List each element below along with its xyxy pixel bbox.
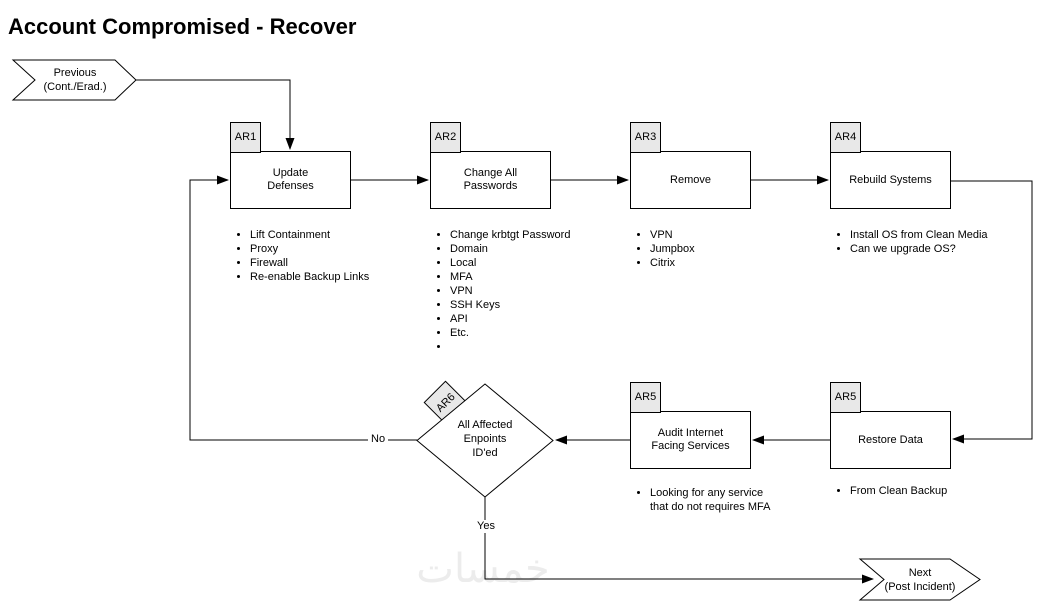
process-node-ar1: AR1 Update Defenses xyxy=(230,122,351,209)
bullet-item: From Clean Backup xyxy=(850,484,1014,498)
node-label-ar4: Rebuild Systems xyxy=(849,173,932,186)
node-label-ar5-restore: Restore Data xyxy=(858,433,923,446)
page-title: Account Compromised - Recover xyxy=(8,14,357,39)
previous-subtitle: (Cont./Erad.) xyxy=(43,81,107,93)
bullet-item: Install OS from Clean Media xyxy=(850,228,1024,242)
process-node-ar5-audit: AR5 Audit Internet Facing Services xyxy=(630,382,751,469)
bullet-item: Local xyxy=(450,256,609,270)
bullet-item: VPN xyxy=(450,284,609,298)
bullet-list-ar4: Install OS from Clean Media Can we upgra… xyxy=(834,228,1024,256)
next-terminal-label: Next (Post Incident) xyxy=(870,566,970,594)
previous-terminal-label: Previous (Cont./Erad.) xyxy=(25,66,125,94)
bullet-list-ar1: Lift Containment Proxy Firewall Re-enabl… xyxy=(234,228,409,284)
connector-ar4-to-restore xyxy=(951,180,1033,444)
node-tag-ar3: AR3 xyxy=(630,122,661,153)
decision-label: All Affected Enpoints ID'ed xyxy=(457,419,513,459)
connector-previous-to-ar1 xyxy=(136,79,295,150)
bullet-item: Change krbtgt Password xyxy=(450,228,609,242)
node-tag-ar5-restore: AR5 xyxy=(830,382,861,413)
bullet-list-ar5-audit: Looking for any service that do not requ… xyxy=(634,486,814,514)
previous-terminal-shape xyxy=(11,59,137,101)
node-label-ar2: Change All Passwords xyxy=(463,167,518,192)
next-subtitle: (Post Incident) xyxy=(884,581,956,593)
bullet-item: Looking for any service that do not requ… xyxy=(650,486,814,514)
process-node-ar2: AR2 Change All Passwords xyxy=(430,122,551,209)
process-node-ar5-restore: AR5 Restore Data xyxy=(830,382,951,469)
node-label-ar1: Update Defenses xyxy=(267,167,314,192)
bullet-item: Firewall xyxy=(250,256,409,270)
bullet-item: Re-enable Backup Links xyxy=(250,270,409,284)
previous-title: Previous xyxy=(53,67,97,79)
node-tag-ar4: AR4 xyxy=(830,122,861,153)
edge-label-yes: Yes xyxy=(474,520,498,533)
bullet-item: Citrix xyxy=(650,256,794,270)
bullet-item xyxy=(450,340,609,354)
node-label-ar5-audit: Audit Internet Facing Services xyxy=(651,427,730,452)
connector-decision-no-loop-to-ar1 xyxy=(189,175,417,441)
bullet-list-ar5-restore: From Clean Backup xyxy=(834,484,1014,498)
node-label-ar3: Remove xyxy=(670,173,711,186)
bullet-list-ar2: Change krbtgt Password Domain Local MFA … xyxy=(434,228,609,354)
bullet-item: Jumpbox xyxy=(650,242,794,256)
next-title: Next xyxy=(908,567,932,579)
node-tag-ar1: AR1 xyxy=(230,122,261,153)
edge-label-no: No xyxy=(368,433,389,446)
node-tag-ar5-audit: AR5 xyxy=(630,382,661,413)
bullet-item: Domain xyxy=(450,242,609,256)
bullet-list-ar3: VPN Jumpbox Citrix xyxy=(634,228,794,270)
next-terminal-shape xyxy=(858,558,981,601)
bullet-item: Lift Containment xyxy=(250,228,409,242)
process-node-ar4: AR4 Rebuild Systems xyxy=(830,122,951,209)
bullet-item: VPN xyxy=(650,228,794,242)
bullet-item: Can we upgrade OS? xyxy=(850,242,1024,256)
watermark: خمسات xyxy=(416,546,550,592)
bullet-item: API xyxy=(450,312,609,326)
process-node-ar3: AR3 Remove xyxy=(630,122,751,209)
bullet-item: Proxy xyxy=(250,242,409,256)
decision-diamond xyxy=(416,383,554,498)
bullet-item: Etc. xyxy=(450,326,609,340)
bullet-item: SSH Keys xyxy=(450,298,609,312)
bullet-item: MFA xyxy=(450,270,609,284)
node-tag-ar2: AR2 xyxy=(430,122,461,153)
